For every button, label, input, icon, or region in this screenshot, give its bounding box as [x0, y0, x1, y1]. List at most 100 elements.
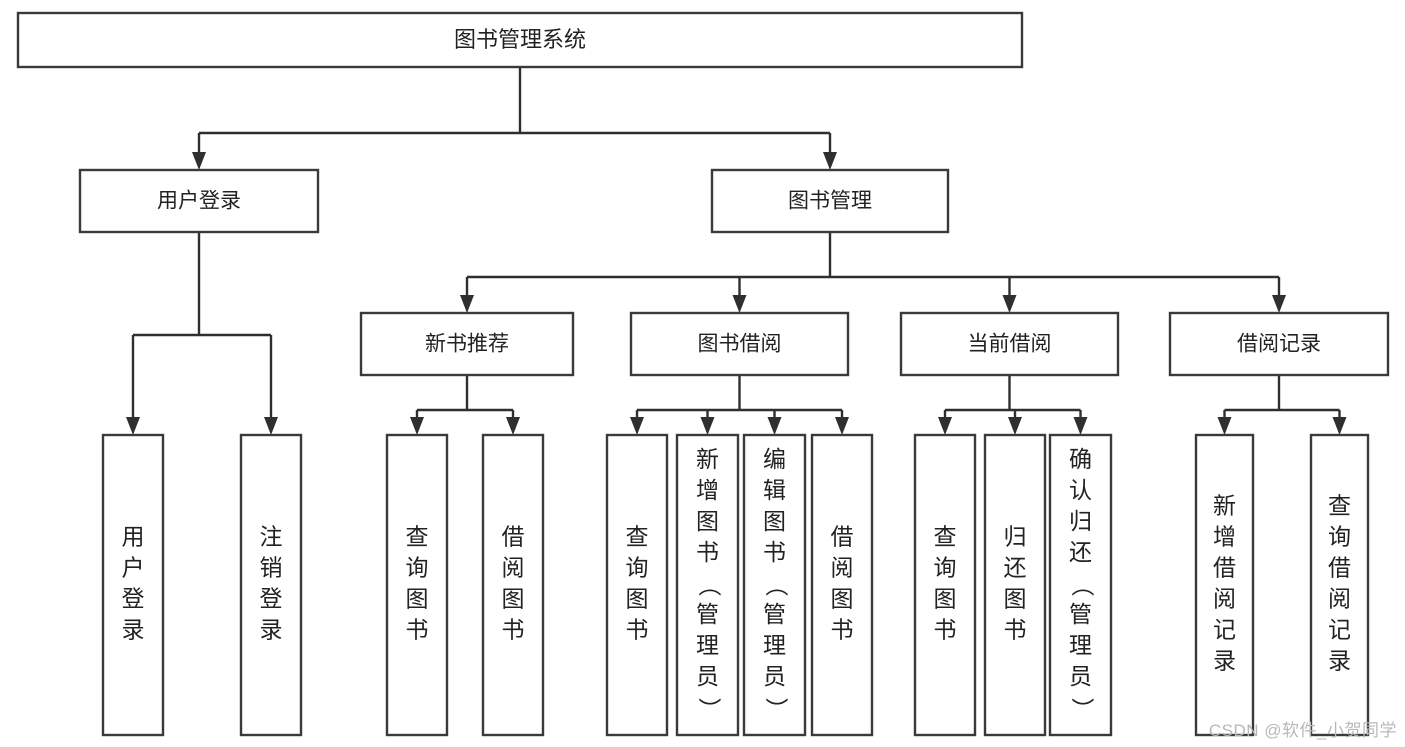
node-label: 新书推荐: [425, 333, 509, 356]
node-label: 当前借阅: [968, 333, 1052, 356]
root-node-system-title[interactable]: 图书管理系统: [16, 11, 1024, 69]
arrow-head-icon: [835, 417, 849, 435]
svg-text:图: 图: [626, 586, 649, 612]
level2-node-user-login[interactable]: 用户登录: [78, 168, 320, 234]
svg-text:认: 认: [1069, 477, 1092, 503]
arrow-head-icon: [938, 417, 952, 435]
svg-text:（: （: [763, 574, 789, 597]
svg-text:图: 图: [502, 586, 525, 612]
arrow-head-icon: [1073, 417, 1088, 435]
level3-node-borrow-record[interactable]: 借阅记录: [1168, 311, 1390, 377]
level3-node-current-borrow[interactable]: 当前借阅: [899, 311, 1120, 377]
arrow-head-icon: [767, 417, 782, 435]
svg-text:书: 书: [1004, 617, 1027, 643]
node-label: 图书管理: [788, 190, 872, 213]
svg-text:书: 书: [763, 539, 786, 565]
node-label: 用户登录: [157, 190, 241, 213]
svg-text:确: 确: [1069, 446, 1092, 472]
node-layer: 图书管理系统用户登录图书管理新书推荐图书借阅当前借阅借阅记录用户登录注销登录查询…: [16, 11, 1390, 737]
svg-text:书: 书: [406, 617, 429, 643]
arrow-head-icon: [823, 152, 837, 170]
svg-text:图: 图: [763, 508, 786, 534]
svg-text:查: 查: [1328, 493, 1351, 519]
svg-text:记: 记: [1328, 617, 1351, 643]
arrow-head-icon: [410, 417, 424, 435]
level3-node-new-book-recommend[interactable]: 新书推荐: [359, 311, 575, 377]
arrow-head-icon: [1332, 417, 1347, 435]
svg-text:书: 书: [696, 539, 719, 565]
svg-text:阅: 阅: [1328, 586, 1351, 612]
svg-text:书: 书: [502, 617, 525, 643]
svg-text:归: 归: [1069, 508, 1092, 534]
svg-text:登: 登: [260, 586, 283, 612]
arrow-head-icon: [506, 417, 520, 435]
svg-text:询: 询: [406, 555, 429, 581]
svg-text:书: 书: [831, 617, 854, 643]
svg-text:查: 查: [934, 524, 957, 550]
svg-text:管: 管: [696, 601, 719, 627]
svg-text:书: 书: [934, 617, 957, 643]
arrow-head-icon: [264, 417, 278, 435]
svg-text:登: 登: [122, 586, 145, 612]
leaf-label: 用户登录: [122, 524, 145, 643]
svg-text:询: 询: [1328, 524, 1351, 550]
svg-text:图: 图: [934, 586, 957, 612]
svg-text:还: 还: [1069, 539, 1092, 565]
svg-text:）: ）: [763, 698, 789, 721]
arrow-head-icon: [630, 417, 644, 435]
svg-text:查: 查: [406, 524, 429, 550]
svg-text:归: 归: [1004, 524, 1027, 550]
leaf-node-leaf-user-login[interactable]: 用户登录: [101, 433, 165, 737]
arrow-head-icon: [1008, 417, 1022, 435]
node-label: 图书借阅: [698, 333, 782, 356]
svg-text:图: 图: [406, 586, 429, 612]
svg-text:借: 借: [1328, 555, 1351, 581]
svg-text:理: 理: [696, 632, 719, 658]
svg-text:户: 户: [122, 555, 145, 581]
svg-text:销: 销: [260, 555, 283, 581]
arrow-head-icon: [732, 295, 747, 313]
svg-text:注: 注: [260, 524, 283, 550]
svg-text:录: 录: [122, 617, 145, 643]
arrow-head-icon: [1002, 295, 1017, 313]
svg-text:编: 编: [763, 446, 786, 472]
svg-text:图: 图: [1004, 586, 1027, 612]
svg-text:录: 录: [1213, 648, 1236, 674]
arrow-head-icon: [700, 417, 715, 435]
level2-node-book-manage[interactable]: 图书管理: [710, 168, 950, 234]
svg-text:辑: 辑: [763, 477, 786, 503]
svg-text:录: 录: [260, 617, 283, 643]
level3-node-book-borrow[interactable]: 图书借阅: [629, 311, 850, 377]
arrow-head-icon: [1217, 417, 1232, 435]
connector-layer: [126, 67, 1347, 435]
arrow-head-icon: [1272, 295, 1286, 313]
svg-text:新: 新: [1213, 493, 1236, 519]
svg-text:用: 用: [122, 524, 145, 550]
svg-text:阅: 阅: [1213, 586, 1236, 612]
svg-text:查: 查: [626, 524, 649, 550]
svg-text:还: 还: [1004, 555, 1027, 581]
node-label: 图书管理系统: [454, 27, 586, 52]
